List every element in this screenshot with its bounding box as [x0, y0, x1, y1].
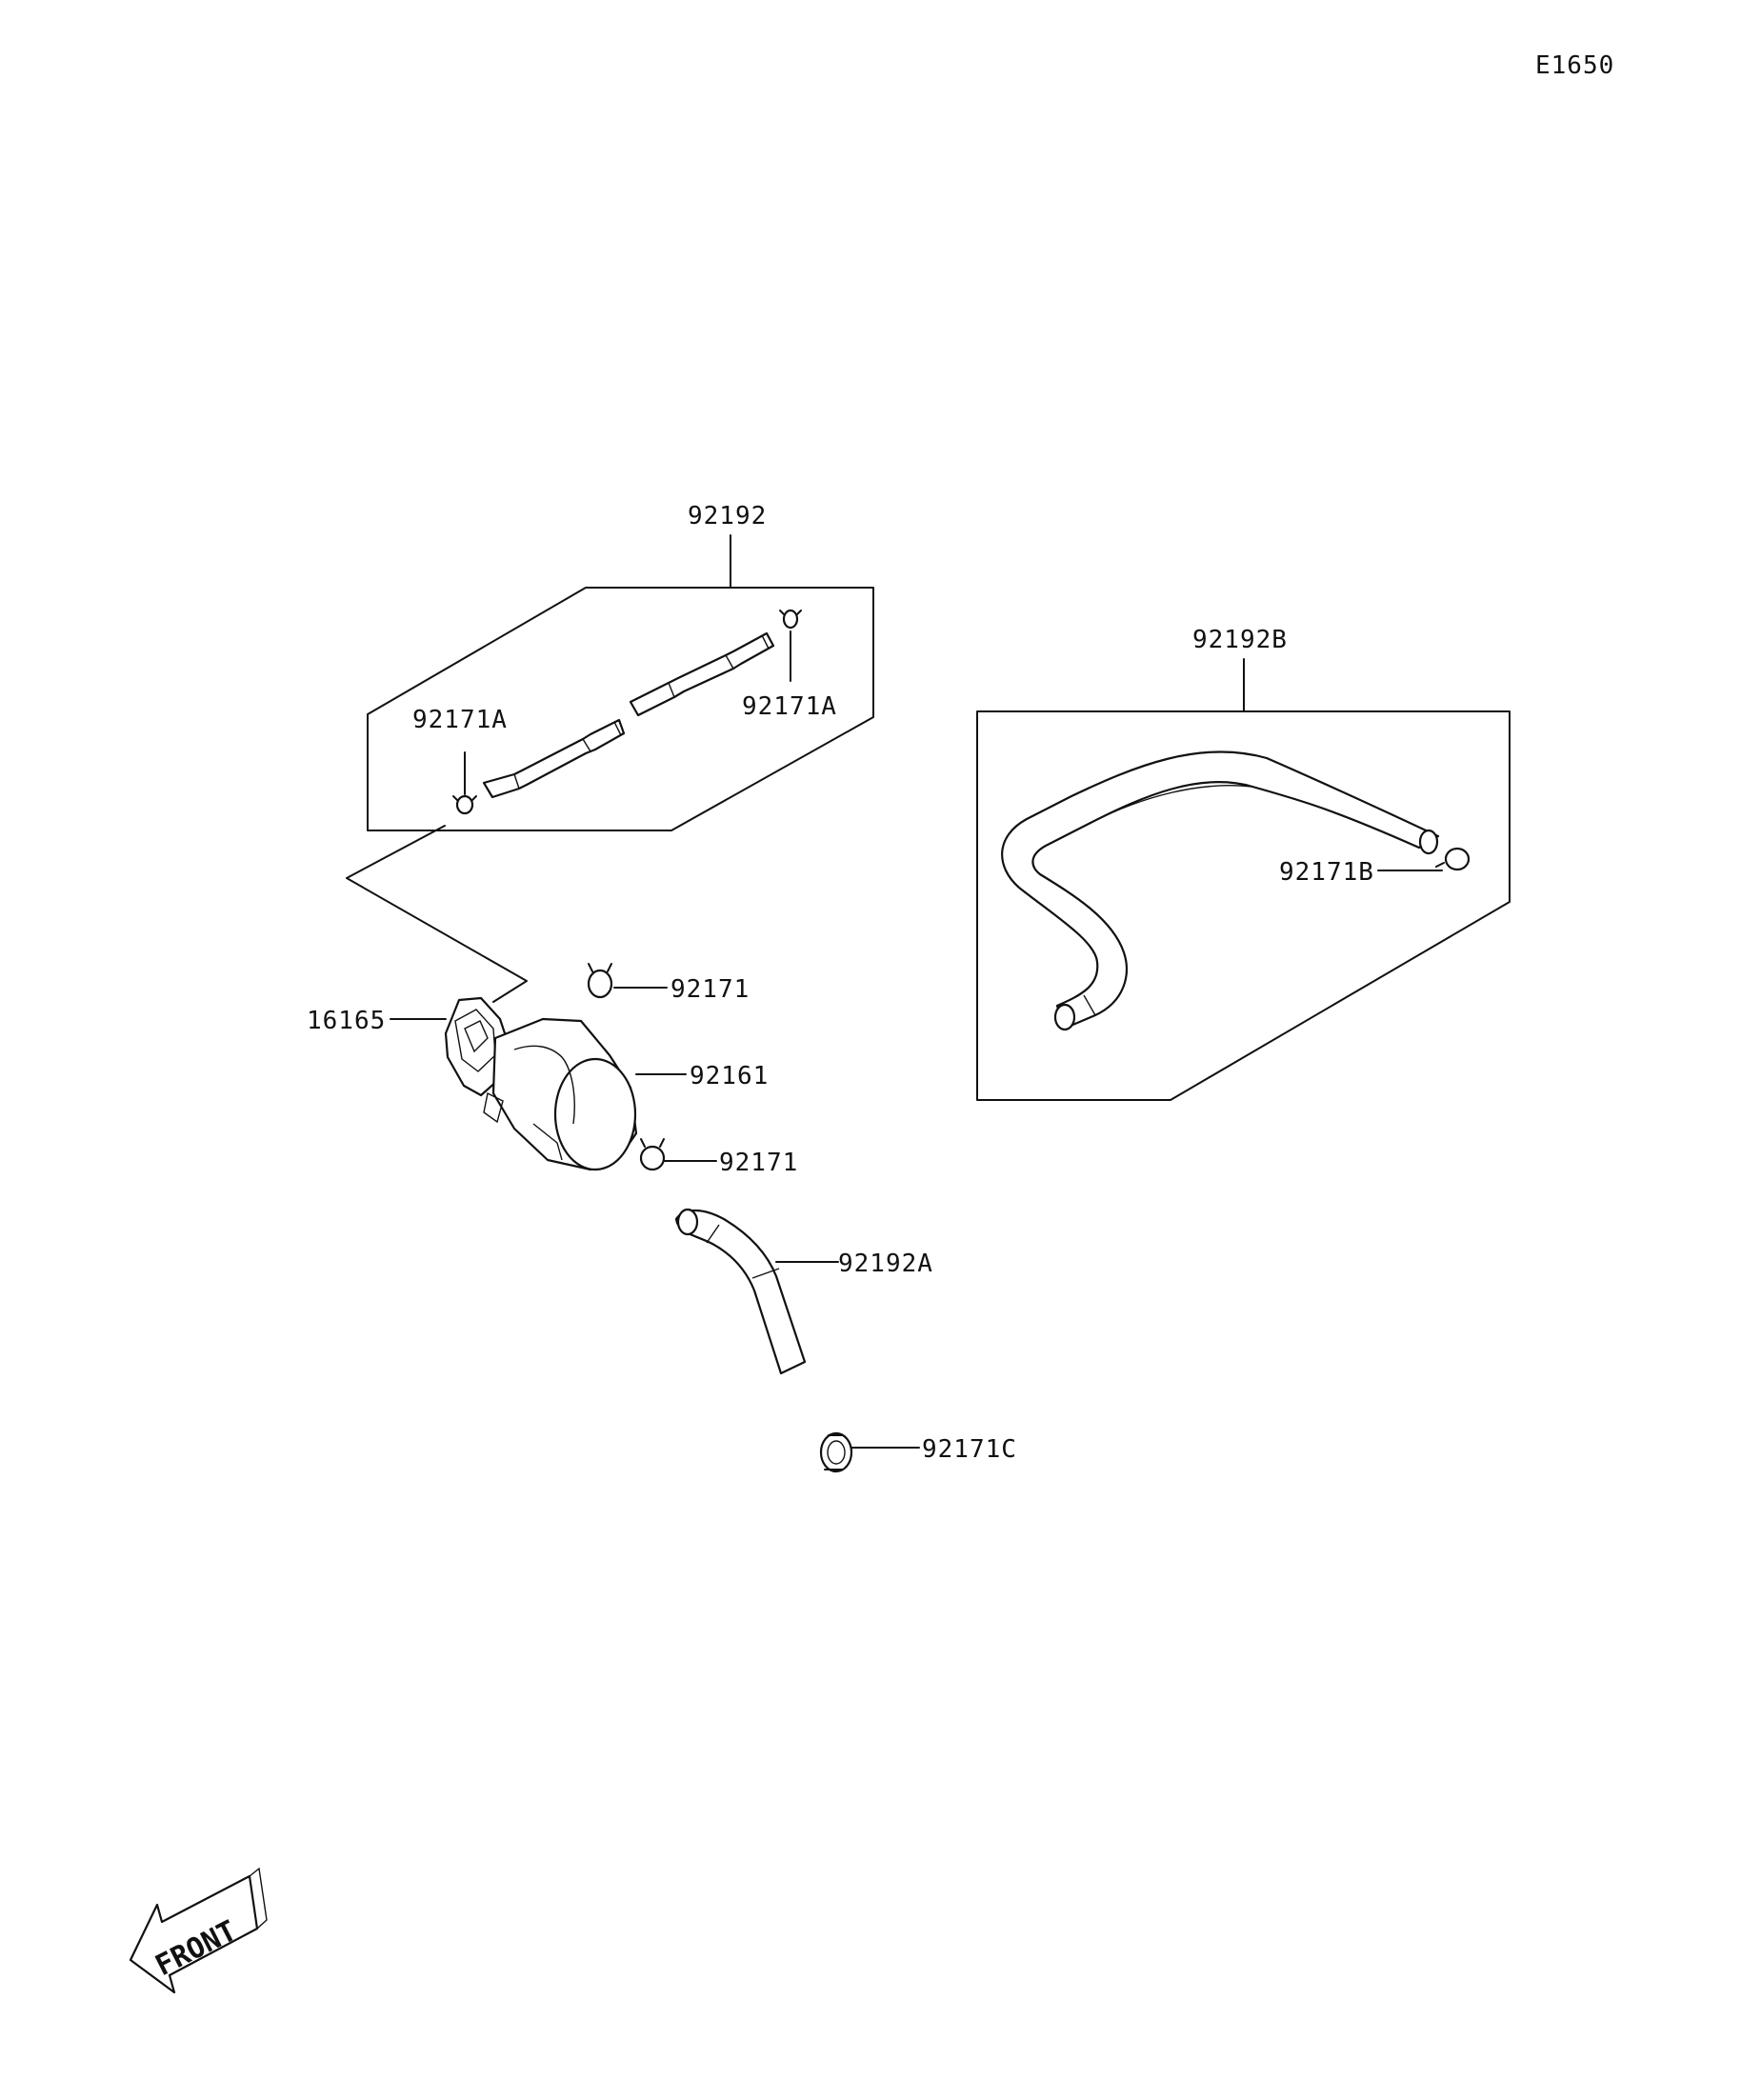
bent-hose[interactable] — [674, 1208, 807, 1375]
clamp-top-right[interactable] — [779, 609, 802, 630]
clamp-upper[interactable] — [587, 963, 613, 999]
clamp-top-left[interactable] — [452, 794, 477, 815]
clamp-lower-label: 92171 — [719, 1149, 798, 1177]
clamp-top-left-label: 92171A — [412, 706, 508, 734]
straight-hose-lower[interactable] — [482, 718, 626, 799]
hose-set-group: 92192 92171A 92171A — [346, 502, 874, 1003]
clamp-lower[interactable] — [639, 1138, 666, 1171]
hose-set-label: 92192 — [688, 502, 767, 530]
clamp-top-right-label: 92171A — [742, 692, 837, 721]
bent-hose-right[interactable] — [1001, 750, 1440, 1031]
filter-label: 92161 — [690, 1062, 769, 1090]
clamp-upper-label: 92171 — [670, 975, 750, 1004]
diagram-id: E1650 — [1535, 51, 1614, 80]
bent-hose-label: 92192A — [838, 1250, 933, 1278]
hose-right-label: 92192B — [1192, 626, 1288, 654]
valve-label: 16165 — [307, 1007, 386, 1035]
hose-right-frame — [976, 710, 1511, 1101]
clamp-bottom-label: 92171C — [922, 1435, 1017, 1464]
clamp-bottom[interactable] — [819, 1431, 853, 1473]
routing-line — [346, 825, 528, 1003]
straight-hose-upper[interactable] — [629, 631, 775, 717]
hose-set-frame — [367, 587, 874, 831]
hose-right-group: 92192B 92171B — [976, 626, 1511, 1101]
air-filter[interactable] — [483, 1017, 638, 1171]
front-arrow-icon: FRONT — [129, 1867, 268, 1994]
clamp-right[interactable] — [1435, 847, 1471, 871]
clamp-right-label: 92171B — [1279, 858, 1374, 887]
